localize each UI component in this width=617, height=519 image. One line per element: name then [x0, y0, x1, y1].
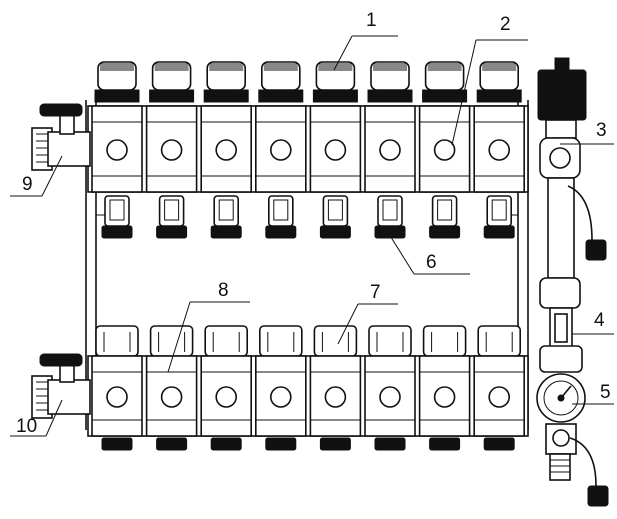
callout-3: 3: [596, 120, 607, 141]
supply-port-module: [364, 61, 416, 239]
return-port-module: [418, 325, 471, 451]
valve-cap: [258, 325, 303, 357]
knurled-ring: [422, 89, 468, 103]
supply-port-module: [200, 61, 252, 239]
valve-cap: [368, 325, 412, 357]
port-outlet: [433, 139, 456, 161]
port-outlet: [160, 139, 183, 161]
supply-port-module: [255, 61, 307, 239]
supply-port-module: [309, 61, 362, 239]
port-outlet: [324, 139, 347, 161]
top-port-row: [91, 61, 526, 239]
port-outlet: [324, 386, 347, 408]
callout-4: 4: [594, 310, 605, 331]
knurled-ring: [94, 89, 140, 103]
callout-5: 5: [600, 382, 611, 403]
knurled-ring: [476, 89, 522, 103]
callout-1: 1: [366, 10, 377, 31]
callout-9: 9: [22, 174, 33, 195]
knurled-ring: [149, 89, 195, 103]
callout-7: 7: [370, 282, 381, 303]
connector-nut: [319, 437, 351, 451]
port-outlet: [106, 386, 128, 408]
callout-2: 2: [500, 14, 511, 35]
bottom-port-row: [91, 325, 526, 451]
port-outlet: [488, 139, 511, 161]
port-outlet: [269, 386, 292, 408]
callout-8: 8: [218, 280, 229, 301]
bottom-ball-valve: [31, 353, 91, 419]
valve-cap: [149, 325, 194, 357]
port-outlet: [160, 386, 183, 408]
drain-valve: [545, 423, 609, 507]
supply-side-fittings: [539, 137, 607, 309]
port-outlet: [269, 139, 292, 161]
port-outlet: [106, 139, 128, 161]
return-port-module: [200, 325, 252, 451]
flow-meter: [539, 307, 583, 373]
valve-cap: [95, 325, 139, 357]
return-port-module: [91, 325, 143, 451]
knurled-ring: [312, 89, 358, 103]
connector-nut: [265, 437, 297, 451]
connector-nut: [483, 437, 515, 451]
connector-nut: [429, 437, 461, 451]
knurled-ring: [367, 89, 413, 103]
knurled-ring: [203, 89, 249, 103]
thermometer: [536, 373, 586, 423]
callout-6: 6: [426, 252, 437, 273]
return-port-module: [473, 325, 526, 451]
port-outlet: [379, 386, 401, 408]
port-outlet: [433, 386, 456, 408]
knurled-ring: [258, 89, 304, 103]
port-outlet: [379, 139, 401, 161]
top-ball-valve: [31, 103, 91, 171]
callout-10: 10: [16, 416, 37, 437]
leader-lines: [10, 35, 614, 437]
supply-port-module: [91, 61, 143, 239]
connector-nut: [374, 437, 406, 451]
port-outlet: [215, 139, 237, 161]
port-outlet: [488, 386, 511, 408]
port-outlet: [215, 386, 237, 408]
return-port-module: [145, 325, 198, 451]
valve-cap: [422, 325, 467, 357]
supply-port-module: [473, 61, 526, 239]
connector-nut: [101, 437, 133, 451]
supply-port-module: [418, 61, 471, 239]
return-port-module: [364, 325, 416, 451]
return-port-module: [255, 325, 307, 451]
supply-port-module: [145, 61, 198, 239]
valve-cap: [477, 325, 522, 357]
valve-cap: [313, 325, 358, 357]
connector-nut: [156, 437, 188, 451]
air-vent: [537, 57, 587, 139]
return-port-module: [309, 325, 362, 451]
connector-nut: [210, 437, 242, 451]
valve-cap: [204, 325, 248, 357]
